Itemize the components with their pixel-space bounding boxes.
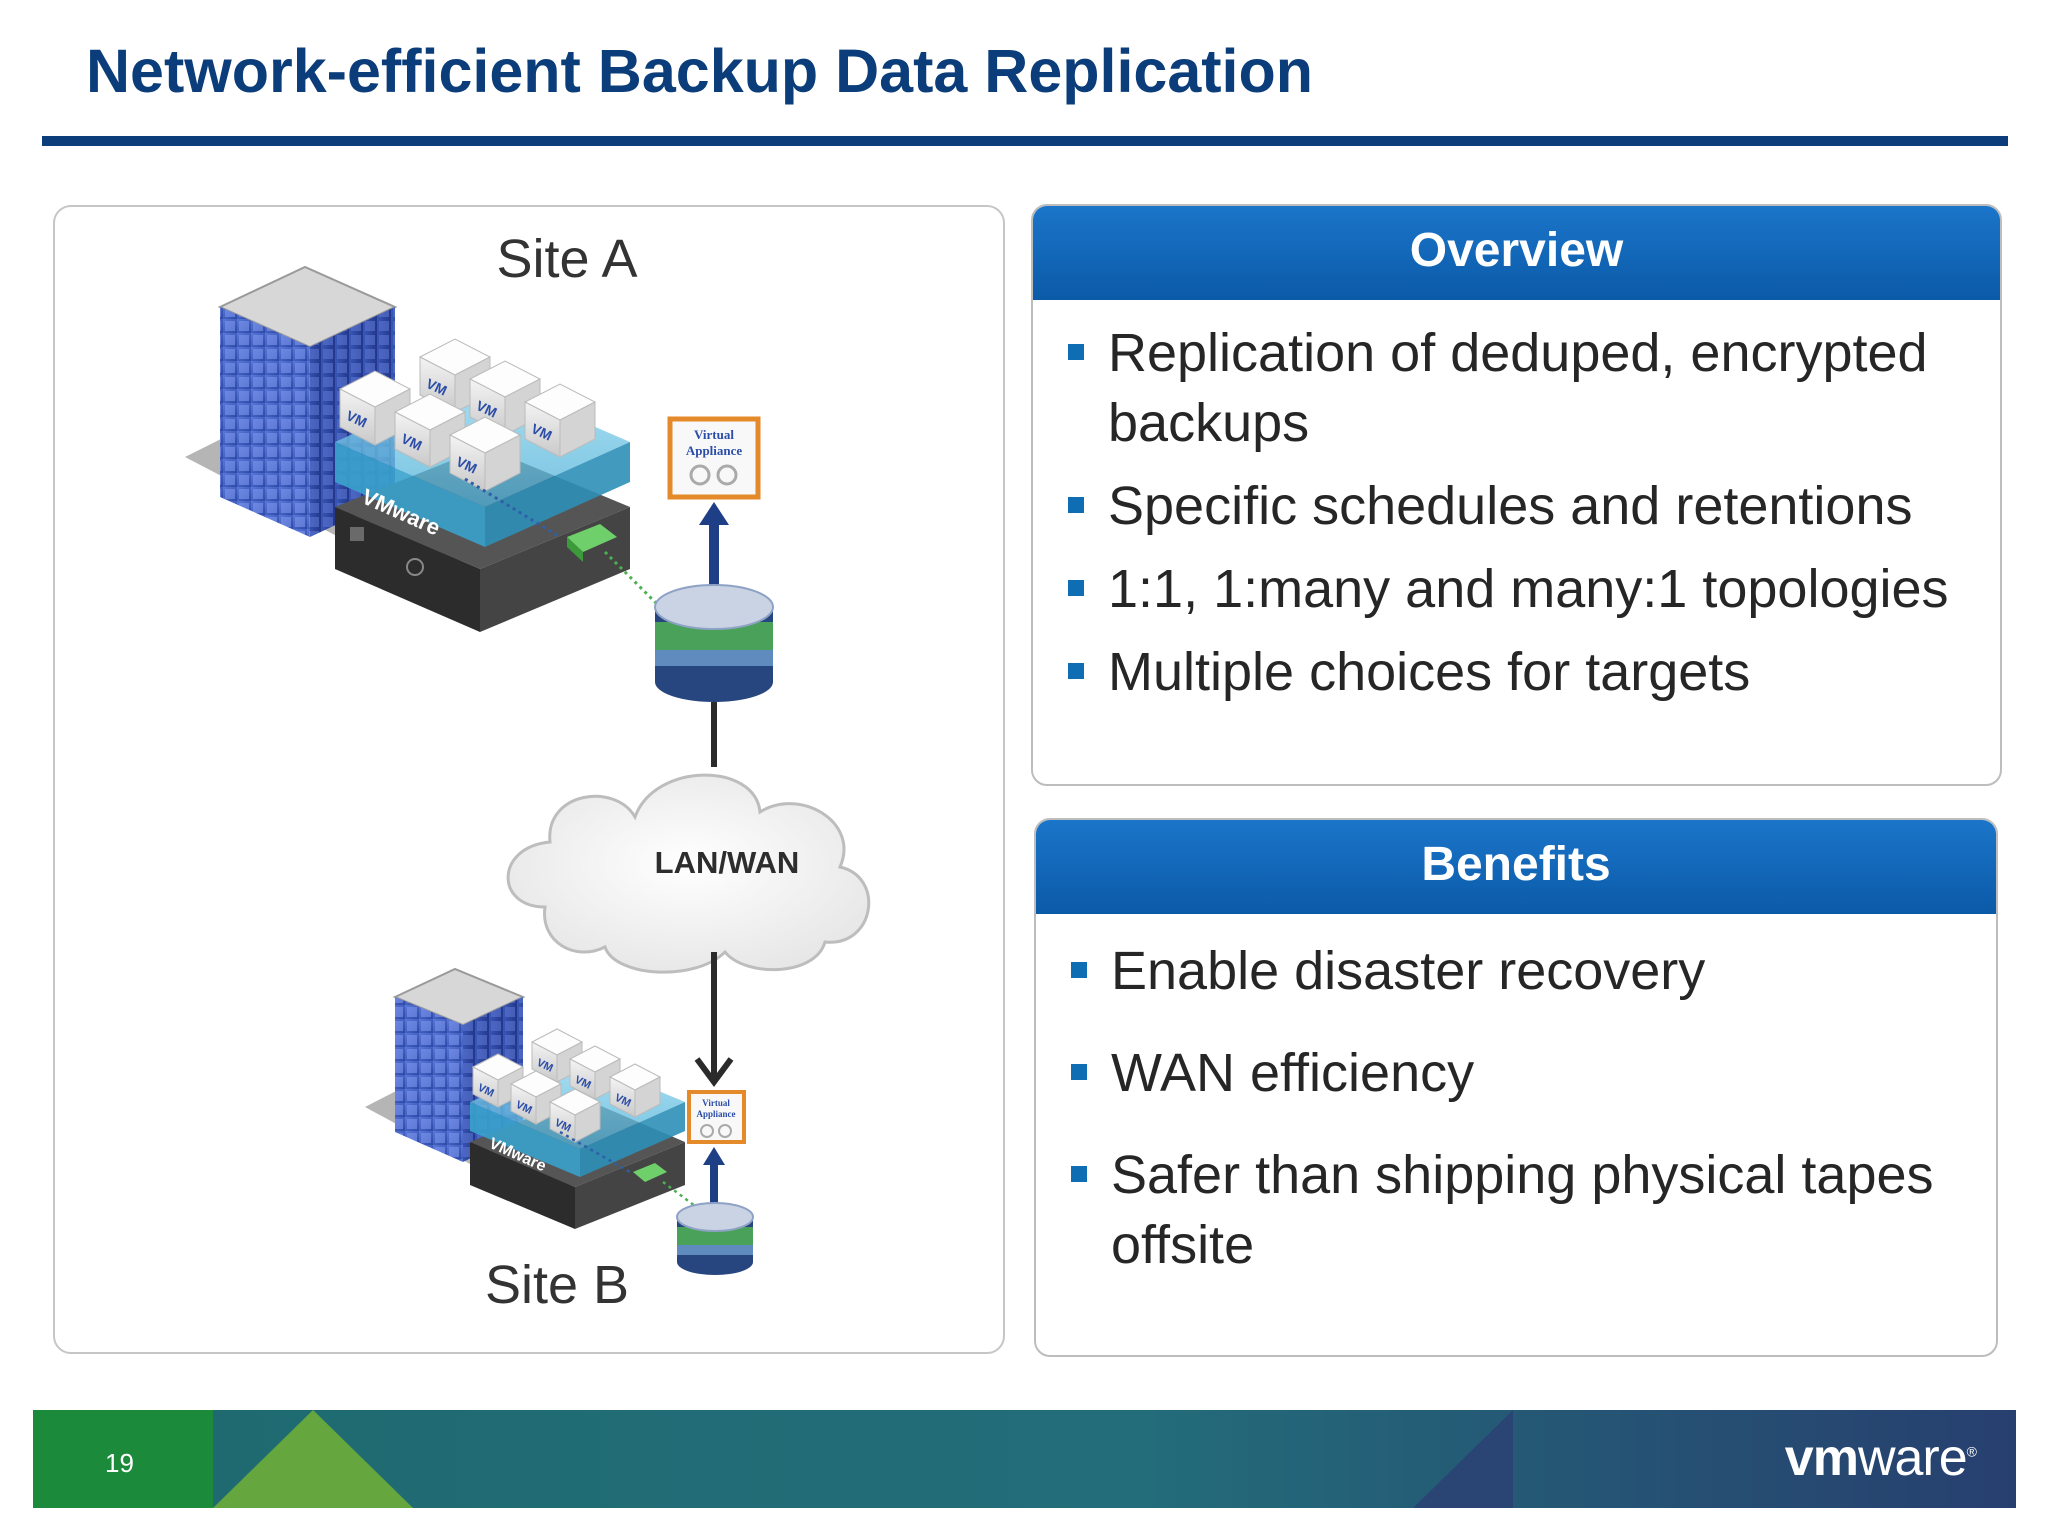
bullet-icon <box>1068 497 1084 513</box>
site-b-label: Site B <box>485 1255 629 1315</box>
bullet-icon <box>1068 663 1084 679</box>
bullet-icon <box>1071 1166 1087 1182</box>
site-b-glass-front <box>470 1102 580 1177</box>
gear-icon <box>716 464 738 486</box>
list-item-text: Enable disaster recovery <box>1111 941 1706 1001</box>
appliance-label-line2: Appliance <box>696 1109 735 1119</box>
site-a-vm-cube: VM <box>523 383 597 458</box>
site-b-building-front <box>395 997 463 1162</box>
site-a-dotted-link <box>464 477 561 539</box>
list-item-text: WAN efficiency <box>1111 1043 1475 1103</box>
appliance-label-line2: Appliance <box>686 443 743 458</box>
site-b-vm-cube: VM <box>548 1088 602 1143</box>
appliance-label-line1: Virtual <box>694 427 734 442</box>
site-a-label: Site A <box>496 229 637 289</box>
site-a-virtual-appliance: Virtual Appliance <box>667 416 761 500</box>
list-item-text: Multiple choices for targets <box>1108 642 1751 702</box>
list-item: 1:1, 1:many and many:1 topologies <box>1033 554 2000 624</box>
overview-header: Overview <box>1033 206 2000 300</box>
site-a-connector <box>567 524 617 552</box>
site-b-storage-disk <box>676 1202 754 1275</box>
site-b-connector <box>633 1163 667 1182</box>
appliance-label-line1: Virtual <box>702 1098 730 1108</box>
list-item: Replication of deduped, encrypted backup… <box>1033 318 2000 458</box>
list-item: WAN efficiency <box>1036 1038 1996 1108</box>
site-b-server-side <box>575 1142 685 1229</box>
site-a-server-button <box>406 558 424 576</box>
list-item-text: Specific schedules and retentions <box>1108 476 1913 536</box>
bullet-icon <box>1071 962 1087 978</box>
bullet-icon <box>1068 344 1084 360</box>
lan-wan-cloud <box>506 773 871 974</box>
overview-list: Replication of deduped, encrypted backup… <box>1033 300 2000 707</box>
bullet-icon <box>1071 1064 1087 1080</box>
footer-green-block <box>33 1410 213 1508</box>
site-b-vm-cube: VM <box>608 1063 662 1118</box>
cloud-label: LAN/WAN <box>655 845 800 880</box>
slide-title: Network-efficient Backup Data Replicatio… <box>86 37 1314 105</box>
vmware-logo: vmware® <box>1784 1429 1977 1487</box>
bullet-icon <box>1068 580 1084 596</box>
list-item: Enable disaster recovery <box>1036 936 1996 1006</box>
overview-box: Overview Replication of deduped, encrypt… <box>1031 204 2002 786</box>
site-a-server-led <box>350 527 364 541</box>
site-a-vm-cube: VM <box>338 370 412 446</box>
site-a-glass-side <box>485 442 630 547</box>
footer-blue-triangle <box>1413 1410 1513 1508</box>
site-a-vm-cube: VM <box>393 393 467 468</box>
list-item: Multiple choices for targets <box>1033 637 2000 707</box>
title-rule <box>42 136 2008 146</box>
site-b-dotted-link-green <box>662 1181 704 1213</box>
gear-icon <box>689 464 711 486</box>
replication-diagram: Site A Site B VMware VM <box>185 229 871 1315</box>
footer-bar: 19 vmware® <box>33 1410 2016 1508</box>
list-item-text: Replication of deduped, encrypted backup… <box>1108 323 1928 453</box>
site-a-dotted-link-green <box>603 550 662 609</box>
site-b-vm-cube: VM <box>471 1053 525 1108</box>
site-a-datacenter: VMware VM VM VM <box>185 265 662 632</box>
site-b-glass-side <box>580 1102 685 1177</box>
site-a-vm-cube: VM <box>448 416 522 492</box>
benefits-list: Enable disaster recovery WAN efficiency … <box>1036 914 1996 1280</box>
gear-icon <box>700 1124 714 1138</box>
page-number: 19 <box>105 1448 134 1478</box>
site-b-vm-cube: VM <box>509 1070 563 1125</box>
site-b-datacenter: VMware VM VM VM <box>365 967 704 1229</box>
list-item: Safer than shipping physical tapes offsi… <box>1036 1140 1996 1280</box>
list-item-text: 1:1, 1:many and many:1 topologies <box>1108 559 1949 619</box>
list-item: Specific schedules and retentions <box>1033 471 2000 541</box>
diagram-panel: Site A Site B VMware VM <box>53 205 1005 1354</box>
gear-icon <box>718 1124 732 1138</box>
site-a-glass-front <box>335 442 485 547</box>
benefits-header: Benefits <box>1036 820 1996 914</box>
site-a-storage-disk <box>654 584 774 702</box>
site-b-virtual-appliance: Virtual Appliance <box>687 1090 746 1144</box>
site-a-building-front <box>220 307 310 537</box>
site-b-server-front <box>470 1142 575 1229</box>
wan-arrow-head <box>694 1057 734 1088</box>
footer-green-triangle <box>213 1410 413 1508</box>
list-item-text: Safer than shipping physical tapes offsi… <box>1111 1145 1934 1275</box>
site-b-vm-cube: VM <box>568 1045 622 1100</box>
benefits-box: Benefits Enable disaster recovery WAN ef… <box>1034 818 1998 1357</box>
